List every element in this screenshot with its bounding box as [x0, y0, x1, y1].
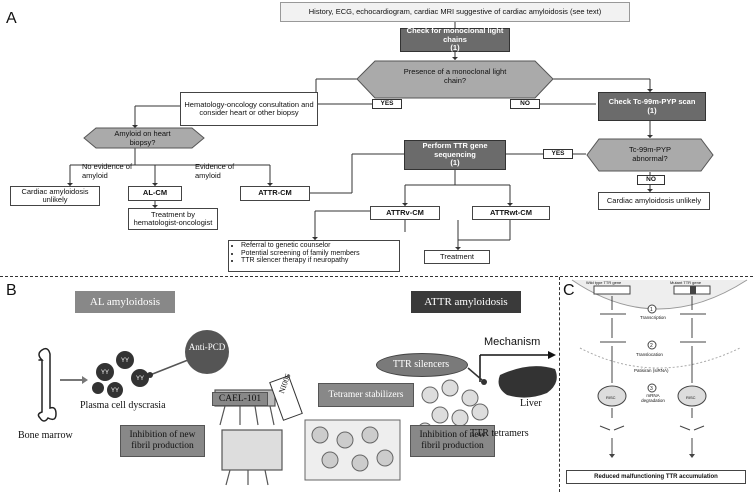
pyp-diamond: [586, 138, 714, 172]
wild-gene-label: Wild type TTR gene: [586, 280, 622, 285]
bullet-list: Referral to genetic counselor Potential …: [232, 242, 360, 265]
inhibition-right-box: Inhibition of new fibril production: [410, 425, 495, 457]
mechanism-label: Mechanism: [484, 336, 541, 348]
horizontal-divider: [0, 276, 753, 277]
pyp-abnormal-label: Tc-99m-PYP abnormal?: [628, 145, 672, 163]
mrna-degradation-label: mRNA degradation: [641, 393, 665, 403]
bullet-item: TTR silencer therapy if neuropathy: [241, 257, 360, 265]
presence-label: Presence of a monoclonal light chain?: [403, 67, 507, 85]
svg-text:YY: YY: [121, 358, 129, 364]
svg-text:YY: YY: [136, 376, 144, 382]
attr-cm-box: ATTR-CM: [240, 186, 310, 201]
check-pyp-label: Check Tc-99m-PYP scan: [608, 97, 696, 106]
transcription-label: Transcription: [640, 315, 666, 320]
plasma-label: Plasma cell dyscrasia: [80, 400, 166, 411]
bone-icon: [37, 347, 57, 422]
treatment-box: Treatment: [424, 250, 490, 264]
yes-pill-2: YES: [543, 149, 573, 159]
bullet-item: Potential screening of family members: [241, 250, 360, 258]
initial-findings-box: History, ECG, echocardiogram, cardiac MR…: [280, 2, 630, 22]
bone-marrow-label: Bone marrow: [18, 430, 73, 441]
hemonc-box: Hematology-oncology consultation and con…: [180, 92, 318, 126]
svg-text:YY: YY: [101, 370, 109, 376]
bullet-item: Referral to genetic counselor: [241, 242, 360, 250]
patisiran-label: Patisiran (siRNA): [634, 368, 669, 373]
presence-diamond: [356, 60, 554, 99]
no-pill-2: NO: [637, 175, 665, 185]
biopsy-label: Amyloid on heart biopsy?: [114, 129, 171, 147]
step2-label: 2: [650, 343, 653, 349]
panel-a-letter: A: [6, 10, 17, 27]
cael-box: CAEL-101: [212, 392, 268, 406]
ttr-tetramers-label: TTR tetramers: [470, 428, 529, 439]
check-light-chains-box: Check for monoclonal light chains (1): [400, 26, 510, 53]
inhibition-left-box: Inhibition of new fibril production: [120, 425, 205, 457]
check-light-chains-num: (1): [450, 43, 460, 53]
translocation-label: Translocation: [636, 352, 663, 357]
mutant-gene-label: Mutant TTR gene: [670, 280, 702, 285]
perform-ttr-box: Perform TTR gene sequencing (1): [404, 140, 506, 170]
attrv-box: ATTRv-CM: [370, 206, 440, 220]
step3-label: 3: [650, 386, 653, 392]
yes-pill-1: YES: [372, 99, 402, 109]
ttr-silencers-label: TTR silencers: [392, 359, 450, 370]
panel-c-letter: C: [563, 282, 575, 299]
risc-right-label: RISC: [686, 395, 696, 400]
step1-label: 1: [650, 307, 653, 313]
check-light-chains-label: Check for monoclonal light chains: [406, 26, 504, 44]
panel-c-illustration: [571, 279, 748, 458]
cardiac-unlikely-right-box: Cardiac amyloidosis unlikely: [598, 192, 710, 210]
biopsy-diamond: [83, 127, 205, 149]
cardiac-unlikely-left-box: Cardiac amyloidosis unlikely: [10, 186, 100, 206]
no-evidence-label: No evidence of amyloid: [82, 162, 133, 180]
attrwt-box: ATTRwt-CM: [472, 206, 550, 220]
liver-label: Liver: [520, 398, 542, 409]
no-pill-1: NO: [510, 99, 540, 109]
check-pyp-num: (1): [647, 105, 657, 115]
anti-pcd-label: Anti-PCD: [188, 342, 226, 352]
perform-ttr-num: (1): [450, 158, 460, 168]
evidence-label: Evidence of amyloid: [195, 162, 235, 180]
result-box: Reduced malfunctioning TTR accumulation: [566, 470, 746, 484]
tetramer-box: Tetramer stabilizers: [318, 383, 414, 407]
ttr-silencers-oval: [376, 353, 468, 377]
panel-b-letter: B: [6, 282, 17, 299]
perform-ttr-label: Perform TTR gene sequencing: [422, 141, 488, 159]
risc-left-label: RISC: [606, 395, 616, 400]
treatment-heme-box: Treatment by hematologist-oncologist: [128, 208, 218, 230]
bullets-box: Referral to genetic counselor Potential …: [228, 240, 400, 272]
svg-text:YY: YY: [111, 388, 119, 394]
vertical-divider: [559, 277, 560, 492]
al-cm-box: AL-CM: [128, 186, 182, 201]
attr-title: ATTR amyloidosis: [411, 291, 521, 313]
al-title: AL amyloidosis: [75, 291, 175, 313]
check-pyp-box: Check Tc-99m-PYP scan (1): [598, 92, 706, 121]
